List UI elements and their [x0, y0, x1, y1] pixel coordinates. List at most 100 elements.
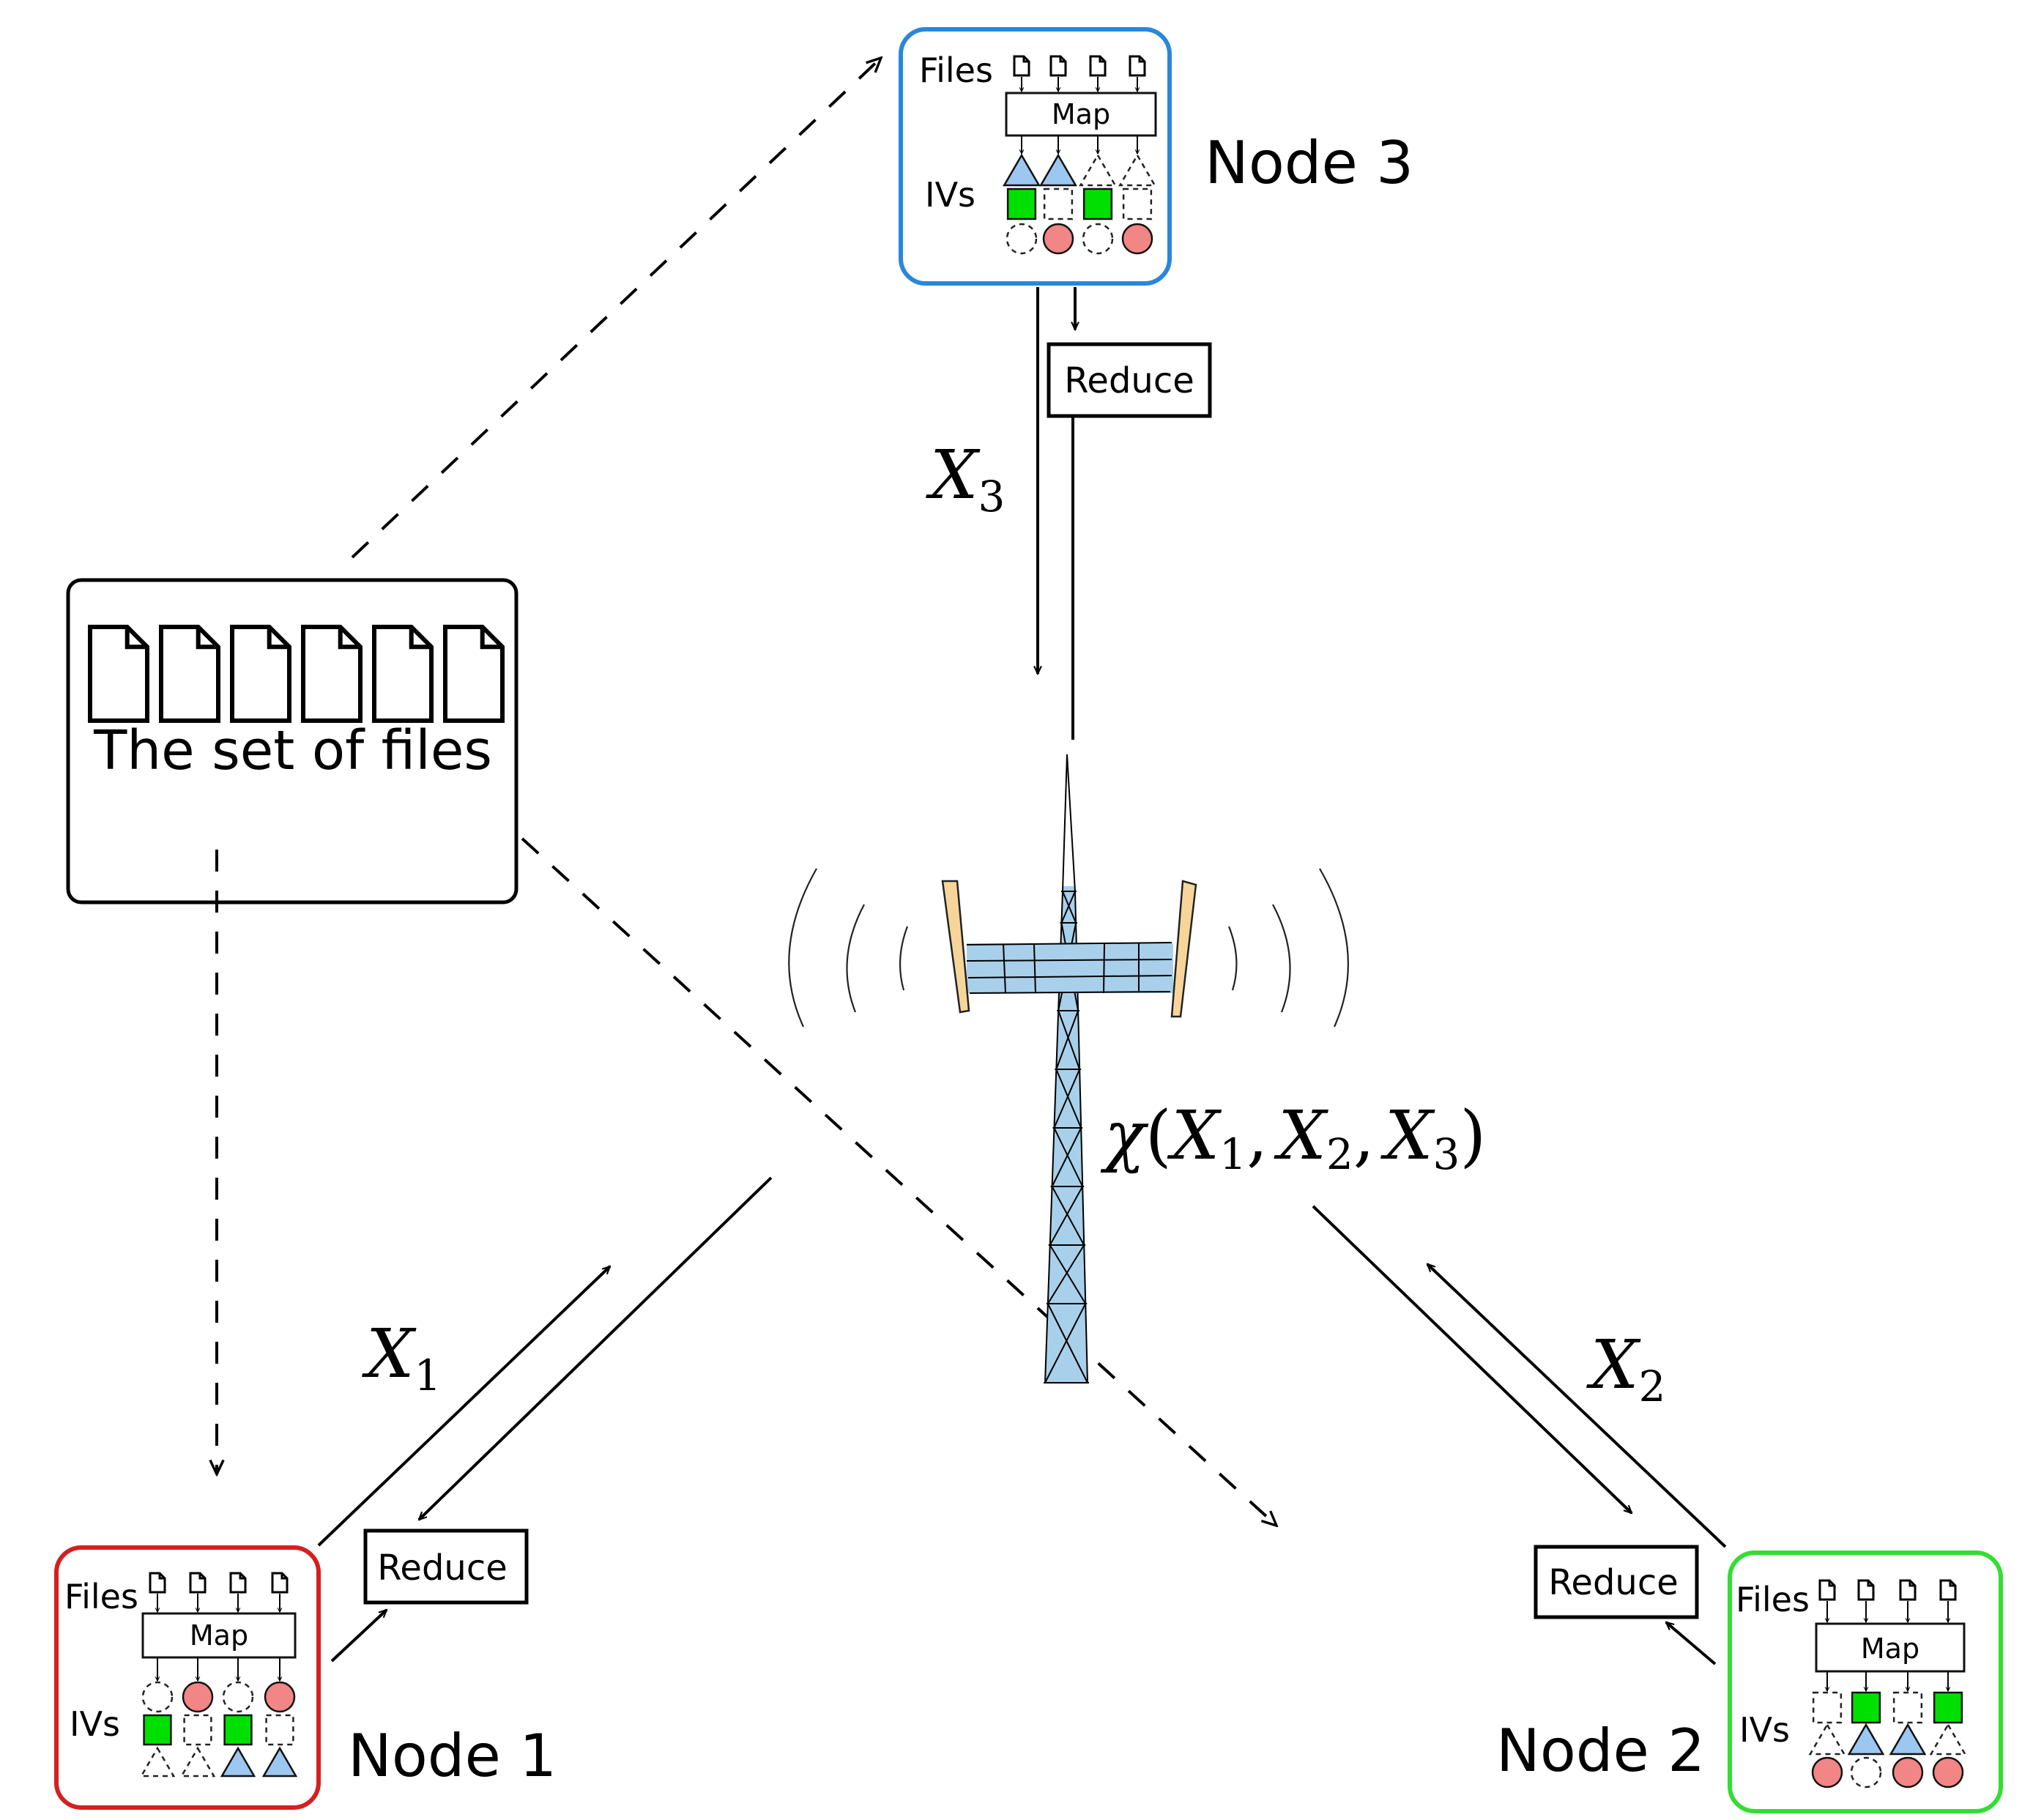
tower-brace: [1053, 1127, 1084, 1187]
iv-circle-missing: [1850, 1756, 1882, 1789]
iv-circle-filled: [1892, 1756, 1924, 1789]
iv-square-missing: [183, 1714, 212, 1746]
dashed-arrow-to-node2: [521, 837, 1276, 1526]
wave-left-3: [788, 868, 817, 1028]
file-set-label: The set of files: [93, 719, 492, 782]
tower-brace: [1049, 1244, 1087, 1304]
dashed-arrow-to-node3: [351, 58, 881, 559]
file-icon: [1818, 1579, 1836, 1601]
uplink-x1-arrow: [317, 1266, 610, 1547]
map-box: [141, 1612, 297, 1659]
wave-right-3: [1319, 868, 1349, 1028]
node2-to-reduce-arrow: [1666, 1622, 1717, 1665]
radio-waves-icon: [788, 868, 1349, 1028]
iv-square-missing: [265, 1714, 294, 1746]
iv-square-filled: [1851, 1691, 1881, 1724]
iv-square-filled: [223, 1714, 253, 1746]
file-icon: [443, 625, 505, 723]
x1-label: X1: [362, 1315, 441, 1400]
iv-triangle-missing: [179, 1746, 216, 1778]
iv-square-missing: [1812, 1691, 1843, 1724]
tower-brace: [1055, 1069, 1082, 1129]
tower-brace: [1051, 1186, 1085, 1246]
iv-triangle-filled: [1039, 153, 1077, 187]
iv-square-filled: [1082, 187, 1113, 220]
iv-triangle-filled: [1889, 1723, 1927, 1756]
iv-circle-missing: [1006, 223, 1038, 255]
antenna-panel-left: [941, 880, 970, 1014]
uplink-x2-arrow: [1427, 1264, 1727, 1548]
tower-brace: [1044, 1303, 1087, 1383]
iv-circle-filled: [1042, 223, 1074, 255]
iv-triangle-missing: [1118, 153, 1156, 187]
iv-triangle-missing: [139, 1746, 176, 1778]
wave-right-1: [1227, 926, 1238, 991]
file-icon: [1129, 55, 1146, 77]
tower-brace: [1058, 1010, 1081, 1070]
files-label: Files: [1736, 1580, 1810, 1619]
file-icon: [271, 1572, 289, 1594]
file-icon: [88, 625, 149, 723]
node1-label: Node 1: [348, 1722, 557, 1790]
iv-triangle-filled: [261, 1746, 298, 1778]
iv-square-filled: [1933, 1691, 1963, 1724]
node1-reduce-label: Reduce: [377, 1548, 508, 1589]
iv-triangle-missing: [1808, 1723, 1846, 1756]
tower-brace: [1053, 1069, 1081, 1129]
ivs-label: IVs: [1739, 1710, 1790, 1750]
tower-brace: [1047, 1244, 1085, 1304]
file-icon: [1857, 1579, 1875, 1601]
file-icon: [230, 625, 291, 723]
tower-spire-left: [1062, 754, 1068, 892]
file-icon: [1013, 55, 1030, 77]
iv-circle-missing: [141, 1681, 174, 1713]
wave-left-2: [846, 904, 865, 1013]
iv-triangle-missing: [1929, 1723, 1967, 1756]
downlink-node2-arrow: [1312, 1205, 1632, 1513]
files-label: Files: [64, 1577, 138, 1616]
iv-square-missing: [1892, 1691, 1923, 1724]
iv-square-filled: [143, 1714, 172, 1746]
file-icon: [189, 1572, 207, 1594]
file-icon: [1939, 1579, 1957, 1601]
node2-label: Node 2: [1496, 1717, 1705, 1785]
tower-spire-right: [1066, 754, 1076, 892]
tower-brace: [1060, 891, 1076, 924]
downlink-node1-arrow: [419, 1176, 773, 1520]
ivs-label: IVs: [925, 175, 975, 215]
broadcast-label: χ(X1,X2,X3): [1100, 1096, 1486, 1179]
file-icon: [1049, 55, 1067, 77]
map-box: [1815, 1622, 1966, 1673]
file-icon: [1899, 1579, 1917, 1601]
x3-label: X3: [926, 436, 1005, 521]
files-label: Files: [919, 51, 993, 90]
node2-reduce-label: Reduce: [1548, 1562, 1679, 1603]
iv-triangle-missing: [1079, 153, 1117, 187]
node3-label: Node 3: [1205, 129, 1413, 197]
file-set-box: The set of files: [66, 578, 518, 905]
wave-left-1: [899, 926, 909, 991]
map-label: Map: [1861, 1633, 1919, 1665]
iv-square-missing: [1122, 187, 1153, 220]
map-label: Map: [190, 1619, 248, 1652]
ivs-label: IVs: [70, 1704, 120, 1744]
file-icon: [159, 625, 220, 723]
iv-triangle-filled: [220, 1746, 256, 1778]
file-set-icons: [88, 625, 505, 723]
iv-triangle-filled: [1847, 1723, 1885, 1756]
map-label: Map: [1052, 98, 1110, 130]
iv-circle-missing: [222, 1681, 254, 1713]
base-station-tower-icon: [788, 754, 1349, 1383]
node1-to-reduce-arrow: [330, 1610, 387, 1663]
iv-circle-missing: [1082, 223, 1114, 255]
iv-circle-filled: [264, 1681, 296, 1713]
antenna-crossbar: [966, 942, 1173, 994]
node1-reduce-box: Reduce: [363, 1529, 529, 1605]
file-icon: [1089, 55, 1107, 77]
file-icon: [301, 625, 363, 723]
node2-reduce-box: Reduce: [1534, 1545, 1699, 1619]
